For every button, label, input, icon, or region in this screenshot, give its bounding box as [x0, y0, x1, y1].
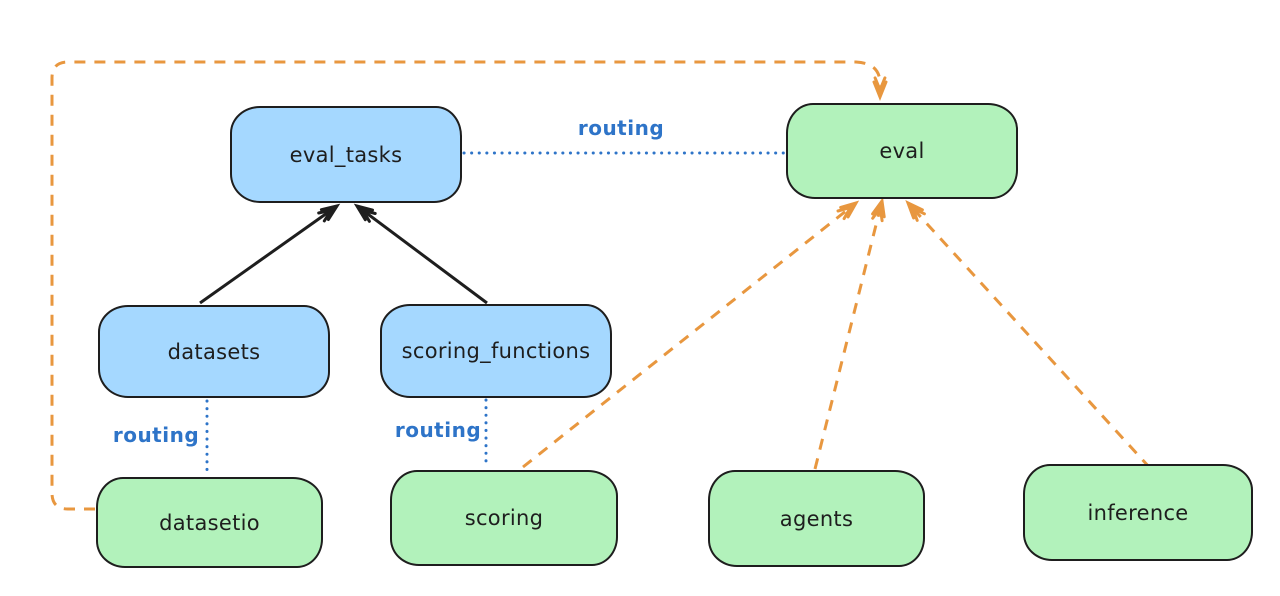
node-eval-tasks-label: eval_tasks [289, 142, 403, 167]
node-scoring-label: scoring [464, 506, 544, 530]
node-scoring-functions: scoring_functions [380, 304, 612, 398]
node-inference: inference [1023, 464, 1253, 561]
node-datasetio: datasetio [96, 477, 323, 568]
node-inference-label: inference [1087, 500, 1189, 525]
arrow-datasetio-to-eval [50, 60, 888, 511]
node-eval-tasks: eval_tasks [230, 106, 462, 203]
node-eval: eval [786, 103, 1018, 199]
node-agents: agents [708, 470, 925, 567]
node-scoring-functions-label: scoring_functions [401, 339, 591, 363]
node-agents-label: agents [779, 506, 854, 531]
arrow-datasets-to-eval-tasks [199, 203, 341, 305]
edge-label-routing-datasets-to-datasetio: routing [112, 423, 200, 447]
node-datasets-label: datasets [167, 339, 261, 364]
node-eval-label: eval [879, 139, 925, 163]
arrow-agents-to-eval [813, 197, 886, 470]
node-datasetio-label: datasetio [159, 510, 260, 535]
edge-label-routing-scoring-functions-to-scoring: routing [394, 418, 482, 442]
arrow-scoring-functions-to-eval-tasks [353, 203, 488, 305]
arrow-inference-to-eval [905, 200, 1152, 470]
arrow-scoring-to-eval [522, 200, 860, 469]
edge-label-routing-eval-tasks-to-eval: routing [577, 116, 665, 140]
node-datasets: datasets [98, 305, 330, 398]
node-scoring: scoring [390, 470, 618, 566]
